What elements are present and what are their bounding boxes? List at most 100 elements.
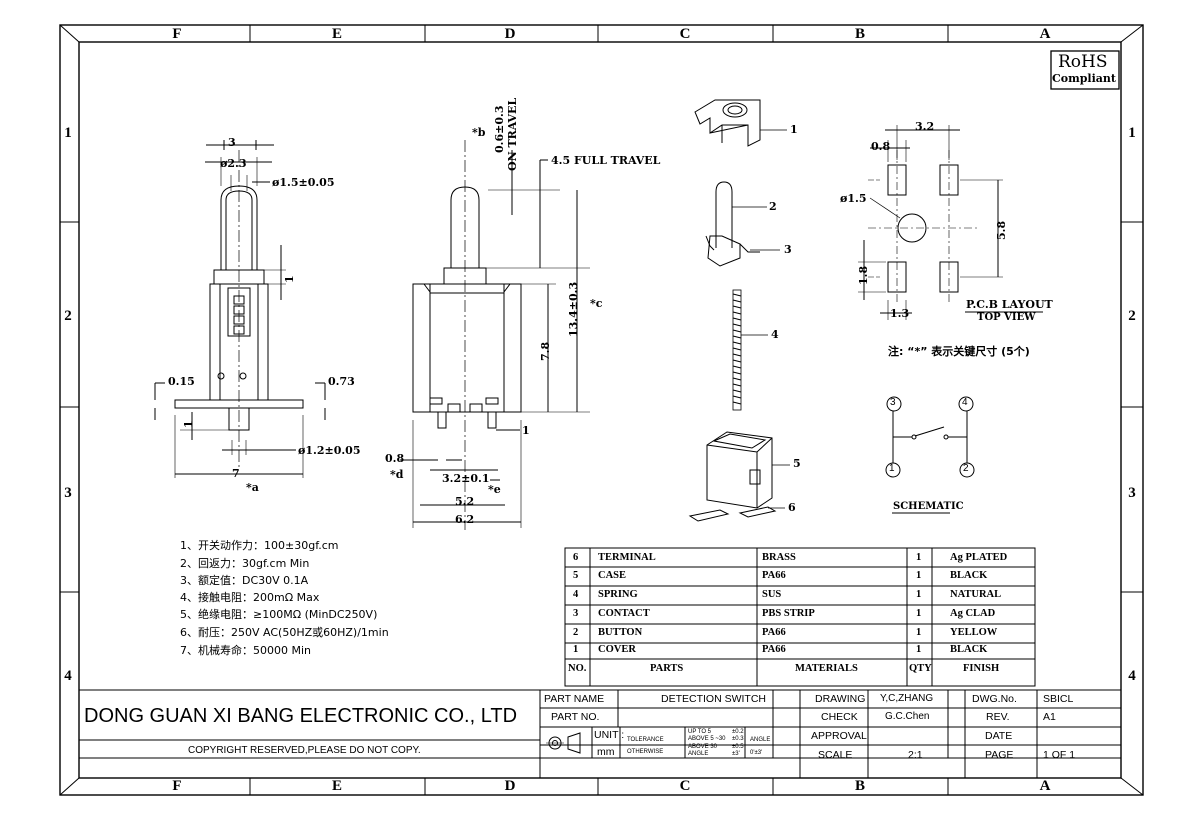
bom-grid [564,547,1036,687]
tolerance-label: TOLERANCE [627,737,664,743]
tol-row: ABOVE 30 [688,744,718,750]
pcb-dim-0-8: 0.8 [871,140,891,153]
zone-row-3-right: 3 [1128,485,1136,501]
tol-row: ±3' [732,751,740,757]
bom-cell: 1 [573,644,579,655]
dim-1-side: 1 [522,424,530,437]
corner-tr [1120,24,1144,43]
bom-cell: BRASS [762,552,796,563]
bom-cell: 1 [916,552,922,563]
bom-header: FINISH [963,663,1000,674]
bom-cell: CONTACT [598,608,650,619]
zone-col-b-bottom: B [854,778,865,794]
bom-cell: BLACK [950,570,988,581]
dwg-no-value: SBICL [1043,693,1074,705]
drawing-value: Y,C,ZHANG [880,693,934,704]
company-name: DONG GUAN XI BANG ELECTRONIC CO., LTD [84,705,518,727]
pcb-layout-title: P.C.B LAYOUT [966,298,1053,311]
bom-cell: YELLOW [950,627,998,638]
zone-row-4-right: 4 [1128,668,1136,684]
pcb-layout-subtitle: TOP VIEW [977,312,1036,323]
spec-item: 2、回返力：30gf.cm Min [180,557,310,570]
corner-tl [59,24,80,43]
dim-height-1-b: 1 [182,420,195,428]
pcb-dim-5-8: 5.8 [995,220,1008,240]
schematic-label: SCHEMATIC [893,501,964,512]
pcb-layout [858,125,1043,320]
pcb-dim-1-3: 1.3 [890,307,910,320]
bom-cell: SUS [762,589,782,600]
rohs-title: RoHS [1058,52,1108,72]
bom-cell: SPRING [598,589,638,600]
dim-on-travel: ON TRAVEL [506,97,519,171]
zone-col-c-top: C [679,26,691,42]
unit-value: mm [597,746,615,758]
zone-col-f-top: F [172,26,182,42]
rohs-compliant: Compliant [1052,72,1116,85]
part-no-label: PART NO. [551,711,600,723]
tol-row: ABOVE 5 ~30 [688,736,726,742]
mark-d: *d [390,468,404,481]
dim-height-1: 1 [283,275,296,283]
dim-width-3: 3 [228,136,236,149]
dim-dia-2-3: ø2.3 [220,157,247,170]
tol-row: UP TO 5 [688,729,712,735]
callout-5: 5 [793,457,801,470]
corner-bl [59,777,80,796]
zone-col-f-bottom: F [172,778,182,794]
pcb-dim-dia-1-5: ø1.5 [840,192,867,205]
mark-c: *c [590,297,603,310]
bom-cell: Ag PLATED [950,552,1008,563]
bom-cell: PA66 [762,627,786,638]
bom-cell: 1 [916,589,922,600]
zone-col-c-bottom: C [679,778,691,794]
bom-cell: PA66 [762,644,786,655]
spec-item: 6、耐压：250V AC(50HZ或60HZ)/1min [180,626,389,639]
bom-cell: 6 [573,552,579,563]
zone-col-d-top: D [504,26,516,42]
bom-cell: 1 [916,644,922,655]
dim-travel-0-6: 0.6±0.3 [493,105,506,154]
zone-row-1-right: 1 [1128,125,1136,141]
callout-6: 6 [788,501,796,514]
rev-value: A1 [1043,711,1056,723]
zone-row-1-left: 1 [64,125,72,141]
scale-value: 2:1 [908,749,923,761]
inner-frame [78,41,1122,779]
bom-cell: TERMINAL [598,552,656,563]
outer-frame [59,24,1144,796]
dim-height-13-4: 13.4±0.3 [567,281,580,337]
front-view [154,140,326,478]
title-block-grid [79,689,1121,778]
copyright-notice: COPYRIGHT RESERVED,PLEASE DO NOT COPY. [188,745,421,756]
tol-row: ±0.2 [732,729,744,735]
pcb-dim-1-8: 1.8 [857,265,870,285]
bom-cell: 2 [573,627,579,638]
bom-cell: PBS STRIP [762,608,815,619]
dim-dia-1-2: ø1.2±0.05 [298,444,361,457]
zone-col-a-top: A [1039,26,1051,42]
zone-row-2-right: 2 [1128,308,1136,324]
check-label: CHECK [821,711,858,723]
bom-cell: Ag CLAD [950,608,996,619]
bom-cell: 5 [573,570,579,581]
tol-row: ±0.3 [732,736,744,742]
dim-0-8: 0.8 [385,452,405,465]
mark-b: *b [472,126,486,139]
zone-col-e-top: E [331,26,342,42]
dim-6-2: 6.2 [455,513,475,526]
spec-item: 5、绝缘电阻：≥100MΩ (MinDC250V) [180,608,378,621]
spec-item: 1、开关动作力：100±30gf.cm [180,539,339,552]
spec-item: 4、接触电阻：200mΩ Max [180,591,320,604]
schematic-pin-1: 1 [889,463,895,474]
rohs-box [1050,50,1120,90]
tolerance-otherwise: OTHERWISE [627,749,664,755]
scale-label: SCALE [818,749,853,761]
schematic-pin-3: 3 [890,397,896,408]
dim-3-2: 3.2±0.1 [442,472,490,485]
angle-value: 0'±3' [750,750,763,756]
bom-header: NO. [568,663,587,674]
zone-col-d-bottom: D [504,778,516,794]
